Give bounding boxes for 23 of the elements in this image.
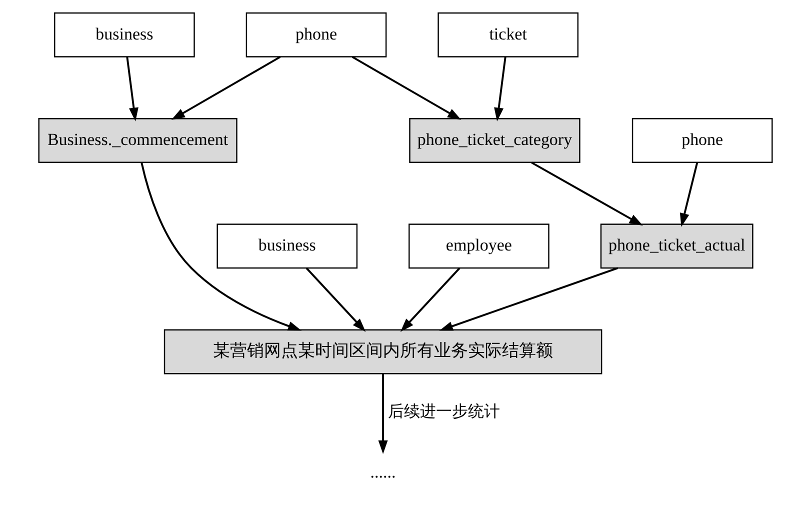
arrow	[530, 162, 642, 226]
node-box: phone	[245, 12, 386, 58]
arrow	[494, 56, 506, 122]
arrow	[305, 268, 366, 332]
arrow	[140, 162, 302, 331]
arrow	[438, 267, 618, 331]
node-box: ticket	[437, 12, 578, 58]
arrow	[170, 56, 280, 120]
node-box: phone_ticket_category	[408, 118, 580, 163]
arrow	[126, 56, 138, 122]
arrow	[351, 56, 461, 120]
node-box: 某营销网点某时间区间内所有业务实际结算额	[163, 329, 602, 374]
node-box: phone_ticket_actual	[600, 224, 753, 269]
arrow	[679, 162, 698, 227]
node-box: business	[54, 12, 194, 58]
node-text: ......	[370, 462, 396, 482]
arrow	[400, 268, 460, 332]
node-box: phone	[631, 118, 772, 163]
node-box: employee	[408, 224, 549, 269]
arrow	[378, 374, 388, 454]
node-box: business	[216, 224, 358, 269]
edge-label: 后续进一步统计	[387, 404, 500, 421]
node-box: Business._commencement	[38, 118, 237, 163]
